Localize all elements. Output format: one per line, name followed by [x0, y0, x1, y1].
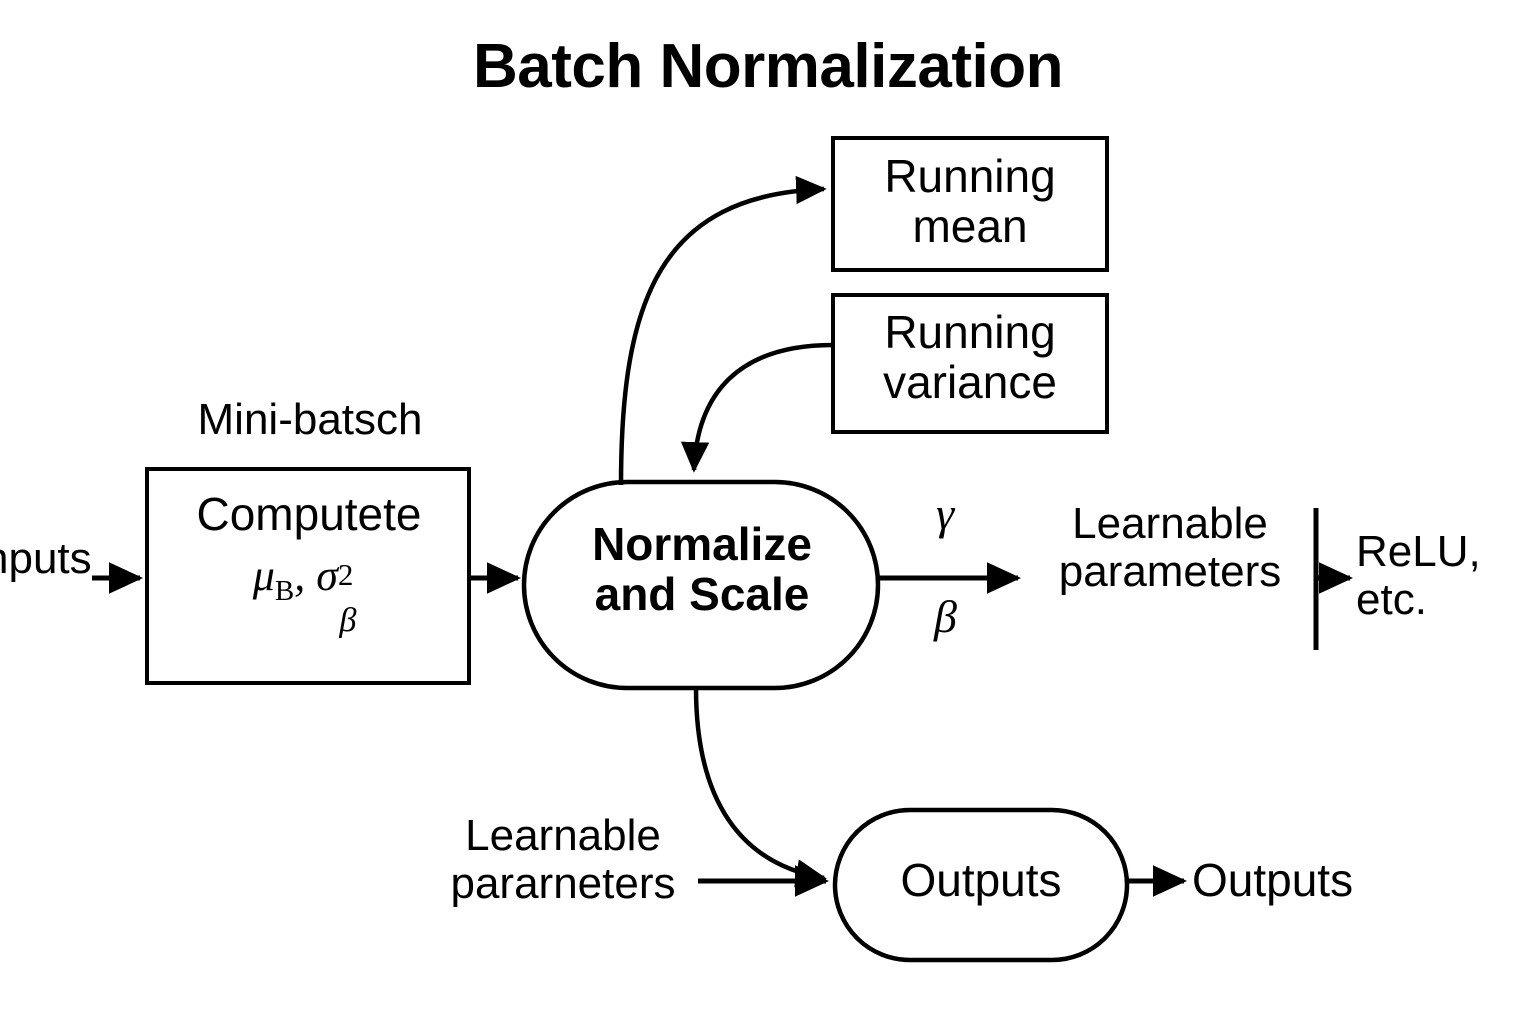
learnable-parameters-right-label: Learnable parameters: [1058, 499, 1282, 596]
inputs-label: nputs: [0, 534, 92, 583]
running-mean-box-shape: [831, 136, 1109, 272]
formula-comma: ,: [294, 551, 317, 600]
normalize-node-shape: [521, 479, 881, 691]
arrow-normalize-to-outputs: [693, 687, 827, 888]
outputs-final-label: Outputs: [1192, 854, 1354, 906]
beta-annotation: β: [934, 591, 957, 642]
arrow-running-variance-to-normalize: [680, 342, 834, 473]
compute-box-shape: [145, 467, 471, 685]
formula-mu-subscript: B: [274, 574, 295, 607]
running-mean-label: Running mean: [884, 150, 1056, 252]
outputs-node-shape: [832, 807, 1130, 963]
gamma-annotation: γ: [936, 488, 955, 539]
learnable-parameters-bottom-label: Learnable pararneters: [450, 811, 676, 908]
formula-sigma-superscript: 2: [337, 558, 354, 593]
relu-activation-label: ReLU, etc.: [1356, 527, 1481, 624]
formula-sigma: σ: [316, 551, 338, 600]
running-variance-box-shape: [831, 293, 1109, 434]
outputs-node-label: Outputs: [900, 854, 1062, 906]
compute-box-title: Computete: [196, 488, 422, 540]
normalize-node-label: Normalize and Scale: [592, 518, 812, 620]
formula-mu: μ: [252, 551, 275, 600]
running-variance-label: Running variance: [883, 306, 1057, 408]
arrow-normalize-to-running-mean: [618, 175, 827, 486]
page-title: Batch Normalization: [473, 32, 1063, 101]
mini-batch-label: Mini-batsch: [197, 395, 423, 444]
formula-sigma-subscript: β: [339, 600, 357, 639]
